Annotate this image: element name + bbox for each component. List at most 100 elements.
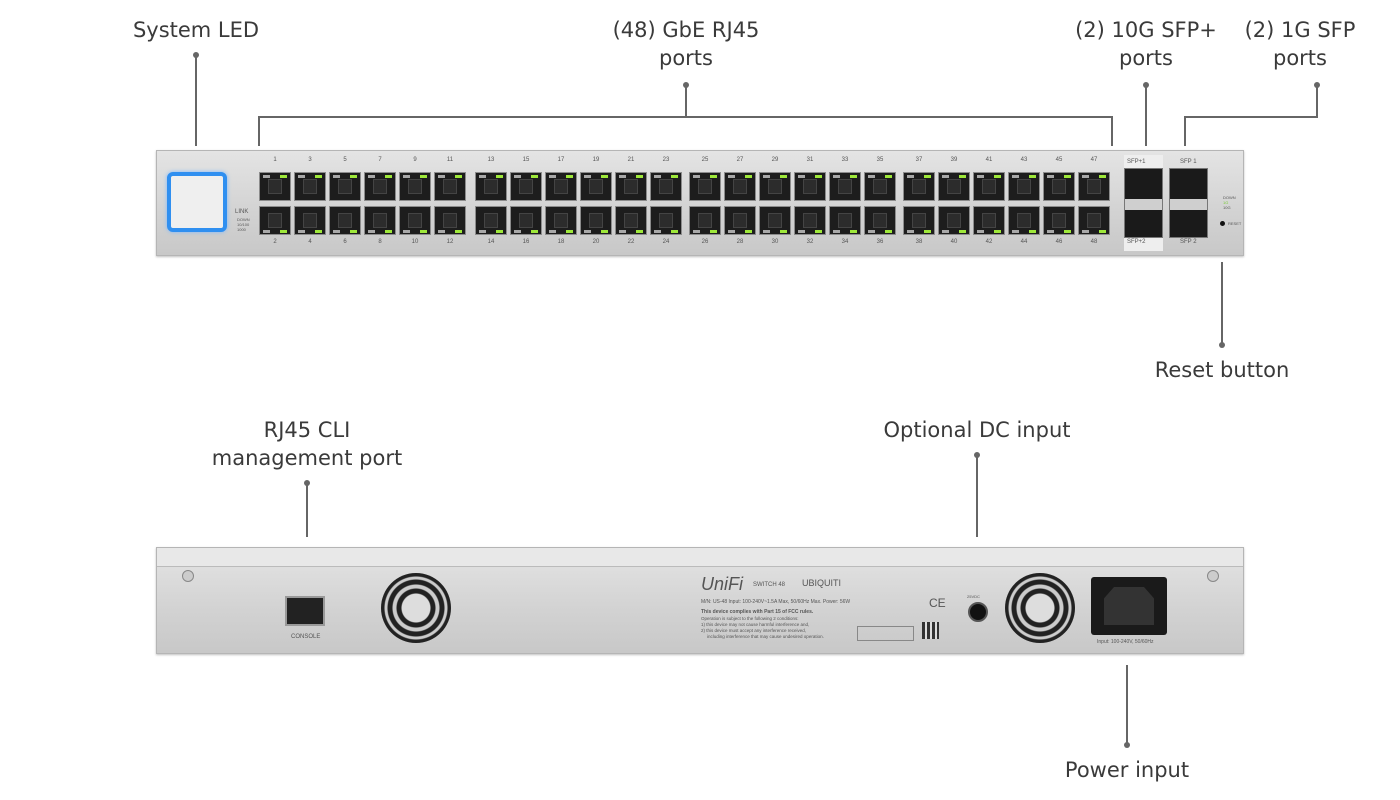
rj45-port-31[interactable]: [794, 172, 826, 201]
rj45-port-43[interactable]: [1008, 172, 1040, 201]
callout-line: (2) 10G SFP+: [1075, 18, 1217, 42]
rj45-port-17[interactable]: [545, 172, 577, 201]
rj45-port-34[interactable]: [829, 206, 861, 235]
unifi-logo: UniFi: [701, 574, 744, 594]
rj45-port-42[interactable]: [973, 206, 1005, 235]
rj45-port-14[interactable]: [475, 206, 507, 235]
rj45-port-6[interactable]: [329, 206, 361, 235]
rj45-port-32[interactable]: [794, 206, 826, 235]
rj45-port-27[interactable]: [724, 172, 756, 201]
dc-input-jack[interactable]: [968, 602, 988, 622]
port-led: [654, 175, 661, 178]
rj45-port-22[interactable]: [615, 206, 647, 235]
reset-button[interactable]: [1220, 221, 1225, 226]
rj45-port-9[interactable]: [399, 172, 431, 201]
power-input-socket[interactable]: [1091, 577, 1167, 635]
port-number: 26: [701, 239, 709, 245]
rj45-port-5[interactable]: [329, 172, 361, 201]
rj45-port-33[interactable]: [829, 172, 861, 201]
rj45-port-23[interactable]: [650, 172, 682, 201]
console-port[interactable]: [285, 596, 325, 626]
rj45-port-45[interactable]: [1043, 172, 1075, 201]
port-led: [942, 175, 949, 178]
link-legend-100: 10/100: [237, 222, 250, 227]
port-led-green: [924, 175, 931, 178]
port-led-green: [671, 175, 678, 178]
rj45-port-13[interactable]: [475, 172, 507, 201]
rj45-port-46[interactable]: [1043, 206, 1075, 235]
callout-line: ports: [1118, 46, 1173, 70]
rj45-port-7[interactable]: [364, 172, 396, 201]
port-led: [368, 175, 375, 178]
port-led-green: [350, 230, 357, 233]
fan-icon: [381, 573, 451, 643]
reset-label: RESET: [1228, 221, 1242, 226]
sfp-cage[interactable]: [1169, 168, 1208, 238]
rj45-port-18[interactable]: [545, 206, 577, 235]
port-led: [798, 175, 805, 178]
port-led-green: [1064, 175, 1071, 178]
port-number: 23: [662, 157, 670, 163]
rj45-port-48[interactable]: [1078, 206, 1110, 235]
port-led: [263, 230, 270, 233]
port-led-green: [1029, 230, 1036, 233]
rj45-port-1[interactable]: [259, 172, 291, 201]
rj45-port-38[interactable]: [903, 206, 935, 235]
port-led-green: [385, 175, 392, 178]
rj45-port-12[interactable]: [434, 206, 466, 235]
rj45-port-11[interactable]: [434, 172, 466, 201]
port-led-green: [815, 230, 822, 233]
port-number: 7: [378, 157, 382, 163]
dc-label: 25VDC: [967, 594, 980, 599]
rj45-port-19[interactable]: [580, 172, 612, 201]
rj45-port-26[interactable]: [689, 206, 721, 235]
port-number: 28: [736, 239, 744, 245]
port-led-green: [780, 175, 787, 178]
port-led-green: [531, 230, 538, 233]
callout-power-input: Power input: [1064, 758, 1190, 782]
rj45-port-36[interactable]: [864, 206, 896, 235]
port-number: 35: [876, 157, 884, 163]
rj45-port-21[interactable]: [615, 172, 647, 201]
port-led-green: [496, 230, 503, 233]
rj45-port-16[interactable]: [510, 206, 542, 235]
rj45-port-4[interactable]: [294, 206, 326, 235]
ce-mark: CE: [929, 596, 946, 610]
rj45-port-35[interactable]: [864, 172, 896, 201]
port-led-green: [280, 175, 287, 178]
rj45-port-8[interactable]: [364, 206, 396, 235]
rj45-port-2[interactable]: [259, 206, 291, 235]
port-led: [654, 230, 661, 233]
rj45-port-10[interactable]: [399, 206, 431, 235]
port-number: 41: [985, 157, 993, 163]
rj45-port-41[interactable]: [973, 172, 1005, 201]
rj45-port-37[interactable]: [903, 172, 935, 201]
port-led: [1012, 230, 1019, 233]
port-led-green: [1029, 175, 1036, 178]
rj45-port-44[interactable]: [1008, 206, 1040, 235]
port-number: 32: [806, 239, 814, 245]
rj45-port-24[interactable]: [650, 206, 682, 235]
port-led-green: [850, 230, 857, 233]
rj45-port-28[interactable]: [724, 206, 756, 235]
rj45-port-40[interactable]: [938, 206, 970, 235]
rj45-port-30[interactable]: [759, 206, 791, 235]
port-led: [977, 175, 984, 178]
sfp-1-label: SFP 1: [1180, 159, 1197, 165]
port-led-green: [420, 230, 427, 233]
port-number: 22: [627, 239, 635, 245]
rj45-port-29[interactable]: [759, 172, 791, 201]
system-led-button[interactable]: [167, 172, 227, 232]
rj45-port-15[interactable]: [510, 172, 542, 201]
sfp-plus-cage[interactable]: [1124, 168, 1163, 238]
port-led: [333, 230, 340, 233]
port-number: 31: [806, 157, 814, 163]
port-led-green: [636, 175, 643, 178]
rj45-port-20[interactable]: [580, 206, 612, 235]
rj45-port-3[interactable]: [294, 172, 326, 201]
rj45-port-25[interactable]: [689, 172, 721, 201]
rj45-port-47[interactable]: [1078, 172, 1110, 201]
fcc-title: This device complies with Part 15 of FCC…: [701, 609, 814, 615]
port-led-green: [850, 175, 857, 178]
rj45-port-39[interactable]: [938, 172, 970, 201]
